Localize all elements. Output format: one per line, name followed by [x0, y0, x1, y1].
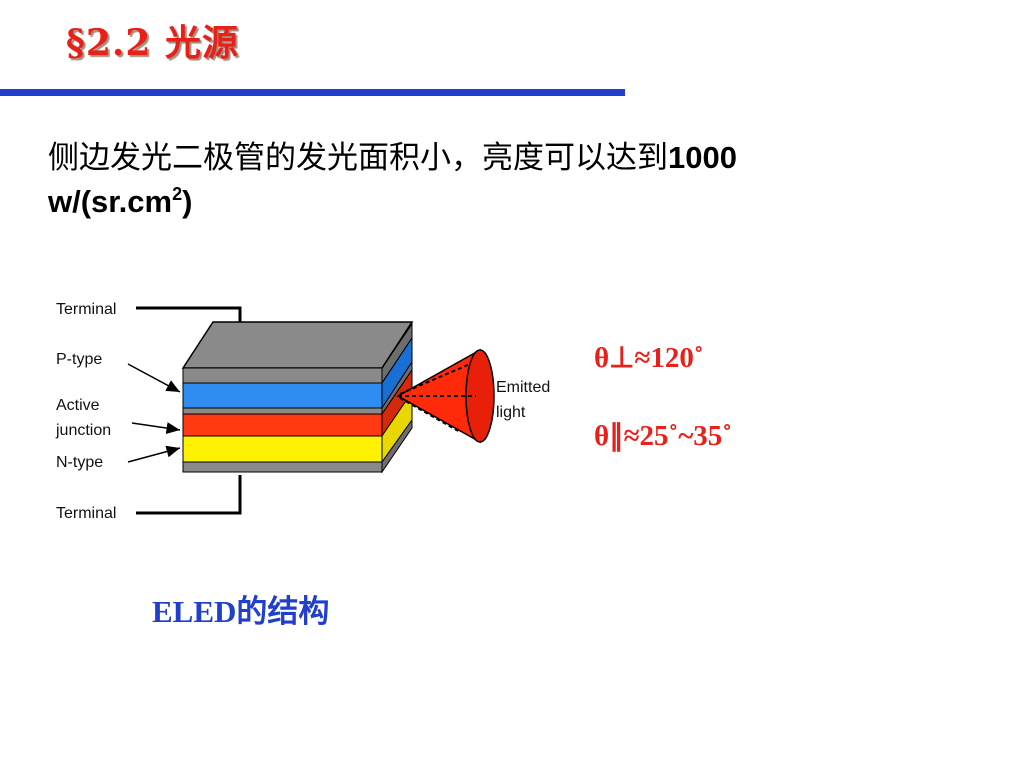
- caption-cjk: 的结构: [236, 594, 330, 630]
- brightness-unit: w/(sr.cm2): [48, 184, 192, 219]
- label-terminal-bottom: Terminal: [56, 505, 116, 522]
- body-text-cn: 侧边发光二极管的发光面积小，亮度可以达到: [48, 140, 668, 176]
- arrow-n-type: [127, 445, 181, 463]
- terminal-bottom-wire: [136, 475, 242, 515]
- label-active: Active: [56, 397, 100, 414]
- layer-gray-bottom: [182, 461, 383, 473]
- chip-top-face: [181, 321, 414, 369]
- layer-gray-thin: [182, 407, 383, 415]
- label-terminal-top: Terminal: [56, 301, 116, 318]
- diagram-caption: ELED的结构: [152, 586, 329, 631]
- layer-gray-top: [182, 367, 383, 384]
- label-junction: junction: [55, 422, 111, 439]
- emission-ray-lower: [399, 397, 461, 433]
- layer-active-red: [182, 413, 383, 437]
- caption-latin: ELED: [152, 594, 237, 629]
- label-light: light: [496, 404, 526, 421]
- unit-close: ): [182, 184, 193, 219]
- angle-perpendicular: θ⊥≈120˚: [594, 342, 704, 374]
- arrow-p-type: [127, 363, 181, 393]
- brightness-value: 1000: [668, 140, 737, 175]
- label-emitted: Emitted: [496, 379, 550, 396]
- label-n-type: N-type: [56, 454, 103, 471]
- layer-p-type-blue: [182, 382, 383, 409]
- title-underline: [0, 89, 625, 96]
- slide-title: §2.2 光源: [66, 22, 239, 64]
- eled-structure-diagram: Terminal P-type Active junction N-type T…: [55, 301, 550, 522]
- body-paragraph: 侧边发光二极管的发光面积小，亮度可以达到1000 w/(sr.cm2): [48, 136, 978, 224]
- unit-main: w/(sr.cm: [48, 184, 173, 219]
- label-p-type: P-type: [56, 351, 102, 368]
- angle-parallel: θ∥≈25˚~35˚: [594, 420, 732, 452]
- layer-n-type-yellow: [182, 435, 383, 463]
- arrow-active: [131, 422, 181, 434]
- emission-ray-upper: [399, 363, 471, 395]
- emission-cone-base: [465, 349, 495, 443]
- unit-superscript: 2: [172, 184, 183, 204]
